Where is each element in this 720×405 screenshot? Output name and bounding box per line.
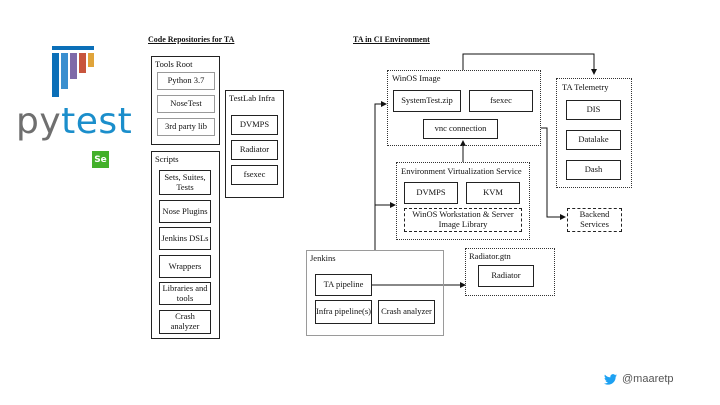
tools-3rdparty-box: 3rd party lib: [157, 118, 215, 136]
jenkins-title: Jenkins: [310, 253, 336, 263]
jenkins-crash-analyzer-box: Crash analyzer: [378, 300, 435, 324]
ta-pipeline-box: TA pipeline: [315, 274, 372, 296]
backend-services-box: Backend Services: [567, 208, 622, 232]
testlab-infra-group: [225, 90, 284, 198]
twitter-bird-icon: [604, 373, 617, 385]
code-repositories-title: Code Repositories for TA: [148, 35, 235, 44]
tools-root-group: [151, 56, 220, 145]
telemetry-datalake-box: Datalake: [566, 130, 621, 150]
scripts-group: [151, 151, 220, 339]
scripts-title: Scripts: [155, 154, 179, 164]
env-virtualization-title: Environment Virtualization Service: [401, 166, 522, 176]
telemetry-dash-box: Dash: [566, 160, 621, 180]
image-library-box: WinOS Workstation & Server Image Library: [404, 208, 522, 232]
env-kvm-box: KVM: [466, 182, 520, 204]
pytest-bars-icon: [52, 46, 94, 97]
vnc-connection-box: vnc connection: [423, 119, 498, 139]
pytest-logo: [50, 44, 98, 100]
scripts-libraries-box: Libraries and tools: [159, 282, 211, 305]
ta-telemetry-group: [556, 78, 632, 188]
scripts-nose-plugins-box: Nose Plugins: [159, 200, 211, 223]
arrow-jenkins-to-winos: [374, 101, 387, 250]
testlab-dvmps-box: DVMPS: [231, 115, 278, 135]
pytest-wordmark: pytest: [16, 104, 132, 140]
systemtest-zip-box: SystemTest.zip: [393, 90, 461, 112]
ta-ci-title: TA in CI Environment: [353, 35, 430, 44]
telemetry-dis-box: DIS: [566, 100, 621, 120]
testlab-fsexec-box: fsexec: [231, 165, 278, 185]
infra-pipelines-box: Infra pipeline(s): [315, 300, 372, 324]
testlab-infra-title: TestLab Infra: [229, 93, 275, 103]
twitter-handle-text: @maaretp: [622, 373, 674, 385]
ta-telemetry-title: TA Telemetry: [562, 82, 609, 92]
env-dvmps-box: DVMPS: [404, 182, 458, 204]
selenium-badge: Se: [92, 151, 109, 168]
arrow-winos-to-backend: [541, 127, 566, 220]
env-virtualization-group: [396, 162, 530, 240]
radiator-gtn-title: Radiator.gtn: [469, 251, 511, 261]
jenkins-group: [306, 250, 444, 336]
tools-nosetest-box: NoseTest: [157, 95, 215, 113]
tools-root-title: Tools Root: [155, 59, 193, 69]
twitter-handle: @maaretp: [604, 373, 674, 385]
arrow-winos-to-telemetry: [462, 53, 597, 75]
scripts-crash-analyzer-box: Crash analyzer: [159, 310, 211, 334]
scripts-jenkins-dsls-box: Jenkins DSLs: [159, 227, 211, 250]
scripts-sets-box: Sets, Suites, Tests: [159, 170, 211, 195]
winos-image-title: WinOS Image: [392, 73, 441, 83]
winos-image-group: [387, 70, 541, 146]
pytest-py-text: py: [16, 101, 62, 142]
scripts-wrappers-box: Wrappers: [159, 255, 211, 278]
testlab-radiator-box: Radiator: [231, 140, 278, 160]
radiator-box: Radiator: [478, 265, 534, 287]
radiator-gtn-group: [465, 248, 555, 296]
tools-python-box: Python 3.7: [157, 72, 215, 90]
winos-fsexec-box: fsexec: [469, 90, 533, 112]
pytest-test-text: test: [61, 101, 133, 142]
